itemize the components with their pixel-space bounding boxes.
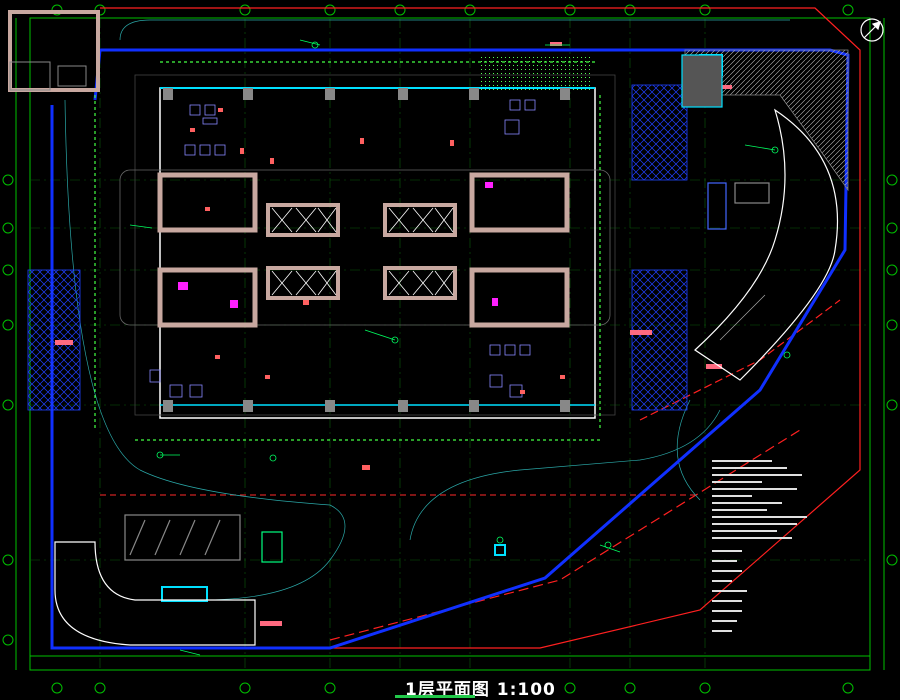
furniture-symbols — [149, 99, 536, 398]
title-underline — [395, 695, 475, 698]
red-markers — [190, 108, 565, 470]
pink-tags — [55, 42, 732, 626]
axis-bubbles — [2, 4, 898, 694]
building-outline — [50, 48, 850, 650]
stair-box — [8, 10, 100, 92]
site-boundary — [100, 7, 861, 649]
notes-block — [712, 460, 807, 632]
north-arrow-icon — [860, 18, 884, 42]
hatched-zones — [27, 49, 849, 411]
pavilion — [54, 514, 283, 646]
ground-contours — [64, 19, 790, 601]
main-building — [119, 74, 616, 419]
core-blocks — [157, 172, 570, 328]
cyan-elements — [94, 54, 723, 602]
leader-lines — [129, 39, 791, 656]
axis-frame — [15, 17, 885, 671]
ramp — [681, 54, 839, 381]
